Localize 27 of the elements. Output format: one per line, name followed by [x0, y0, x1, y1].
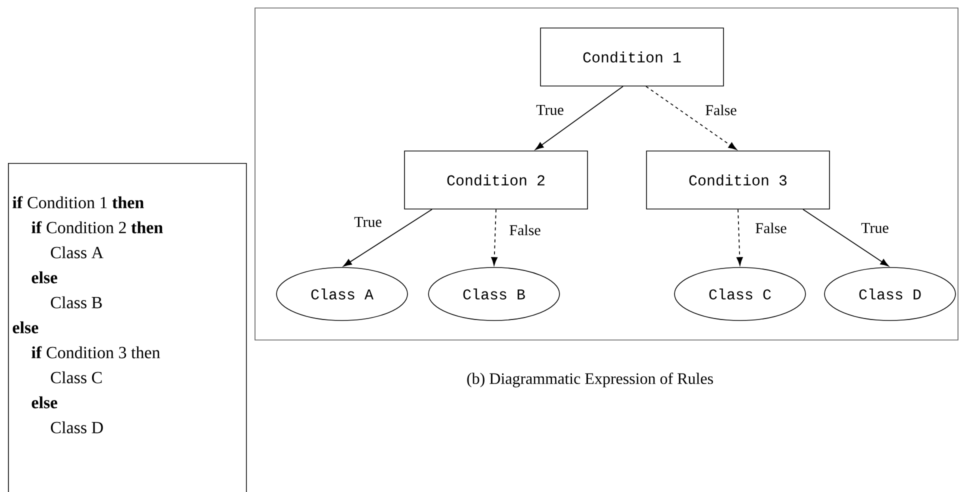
code-line: Class D [50, 421, 103, 434]
code-line: Class B [50, 296, 102, 308]
arrow [535, 86, 624, 150]
code-line: else [32, 271, 58, 284]
condition-box: Condition 3 [646, 150, 830, 210]
code-line: else [12, 321, 38, 334]
condition-box: Condition 2 [404, 150, 588, 210]
code-line: if Condition 2 then [32, 221, 163, 234]
edge-label: False [508, 224, 542, 236]
arrow [802, 208, 889, 266]
condition-box: Condition 1 [540, 28, 724, 86]
edge-label: False [754, 222, 788, 234]
pseudocode-box [8, 163, 247, 492]
edge-label: True [860, 222, 890, 234]
code-line: if Condition 3 then [32, 346, 160, 358]
arrow [343, 208, 432, 266]
edge-label: True [353, 216, 383, 228]
arrow [736, 208, 743, 266]
code-line: Class A [50, 246, 104, 258]
edge-label: False [704, 104, 738, 116]
arrow [491, 208, 498, 266]
code-line: else [32, 396, 58, 408]
arrow [646, 86, 737, 150]
code-line: Class C [50, 371, 102, 384]
edge-label: True [535, 104, 565, 116]
code-line: if Condition 1 then [12, 196, 144, 208]
caption: (b) Diagrammatic Expression of Rules [467, 372, 713, 388]
